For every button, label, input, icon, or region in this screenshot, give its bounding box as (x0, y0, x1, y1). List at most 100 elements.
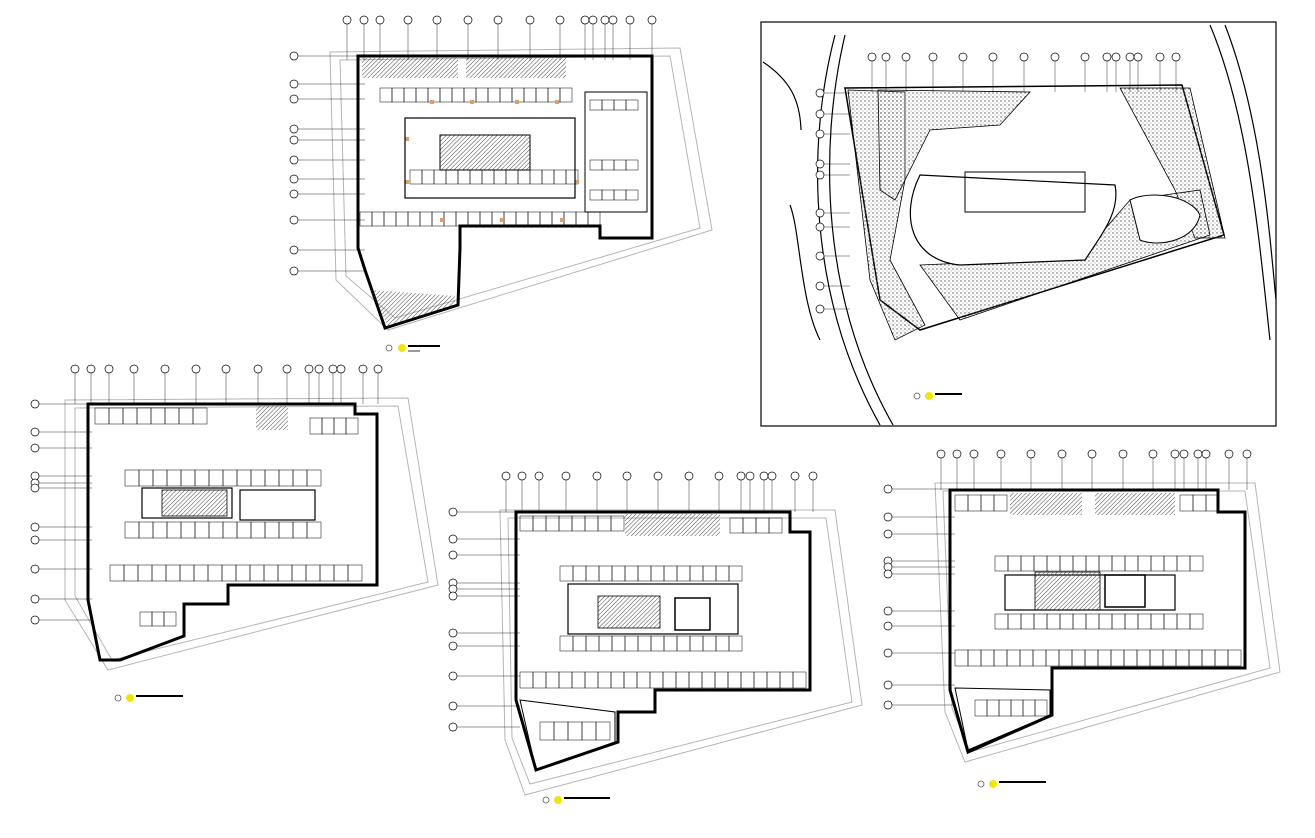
grid-bubble-icon (555, 15, 565, 25)
grid-bubble-icon (1201, 449, 1211, 459)
parking-stall (1059, 555, 1074, 572)
parking-stall (541, 169, 555, 185)
north-arrow-icon (114, 694, 122, 702)
grid-bubble-icon (1179, 449, 1189, 459)
parking-stall (1179, 494, 1194, 512)
ramp-hatch (466, 58, 566, 78)
ramp-hatch (362, 58, 458, 78)
parking-stall (532, 671, 547, 689)
parking-stall (967, 494, 982, 512)
parking-stall (1137, 613, 1152, 630)
parking-stall (359, 211, 373, 227)
grid-bubble-icon (86, 364, 96, 374)
parking-stall (1019, 649, 1034, 667)
ramp-hatch (256, 406, 288, 430)
parking-stall (993, 649, 1008, 667)
structural-column (430, 100, 434, 104)
parking-stall (1163, 555, 1178, 572)
grid-bubble-icon (815, 170, 825, 180)
grid-bubble-icon (30, 427, 40, 437)
building-walls (948, 488, 1247, 755)
grid-bubble-icon (745, 471, 755, 481)
parking-stall (306, 521, 322, 539)
parking-stall (623, 671, 638, 689)
grid-bubble-icon (1242, 449, 1252, 459)
parking-stall (192, 407, 208, 425)
parking-stall (565, 169, 579, 185)
grid-bubble-icon (1155, 52, 1165, 62)
ramp-hatch (625, 514, 720, 536)
grid-bubble-icon (463, 15, 473, 25)
parking-stall (1137, 555, 1152, 572)
parking-stall (689, 635, 704, 652)
parking-stall (597, 671, 612, 689)
north-arrow-icon (977, 780, 985, 788)
grid-bubble-icon (289, 245, 299, 255)
structural-column (405, 180, 409, 184)
parking-stall (409, 169, 423, 185)
grid-bubble-icon (592, 471, 602, 481)
parking-stall (403, 87, 417, 103)
parking-stall (624, 635, 639, 652)
parking-stall (166, 469, 182, 487)
parking-stall (662, 671, 677, 689)
grid-bubble-icon (883, 621, 893, 631)
parking-stall (980, 649, 995, 667)
grid-bubble-icon (969, 449, 979, 459)
parking-stall (433, 169, 447, 185)
parking-stall (391, 87, 405, 103)
parking-stall (94, 407, 110, 425)
structural-column (500, 218, 504, 222)
grid-bubble-icon (289, 155, 299, 165)
parking-stall (663, 635, 678, 652)
parking-stall (563, 211, 577, 227)
parking-stall (138, 469, 154, 487)
parking-stall (236, 521, 252, 539)
parking-stall (611, 635, 626, 652)
parking-stall (994, 613, 1009, 630)
parking-stall (1020, 555, 1035, 572)
site-plan (760, 21, 1277, 427)
grid-bubble-icon (625, 15, 635, 25)
grid-bubble-icon (928, 52, 938, 62)
parking-stall (1032, 649, 1047, 667)
grid-bubbles (815, 52, 1181, 314)
grid-bubble-icon (432, 15, 442, 25)
building-walls (514, 510, 812, 772)
parking-stall (539, 721, 555, 741)
parking-stall (309, 417, 323, 435)
parking-stall (277, 564, 293, 582)
parking-stall (601, 99, 615, 111)
grid-bubble-icon (622, 471, 632, 481)
grid-bubbles (30, 364, 383, 625)
grid-bubble-icon (684, 471, 694, 481)
parking-stall (547, 87, 561, 103)
parking-stall (427, 87, 441, 103)
parking-stall (715, 565, 730, 582)
parking-stall (613, 159, 627, 171)
parking-stall (727, 671, 742, 689)
parking-stall (179, 564, 195, 582)
grid-bubble-icon (289, 174, 299, 184)
grid-bubble-icon (359, 15, 369, 25)
parking-stall (545, 671, 560, 689)
parking-stall (611, 565, 626, 582)
parking-stall (1071, 649, 1086, 667)
parking-stall (625, 99, 639, 111)
grid-bubble-icon (448, 671, 458, 681)
parking-stall (701, 671, 716, 689)
parking-stall (1150, 613, 1165, 630)
grid-bubble-icon (304, 364, 314, 374)
parking-stall (166, 521, 182, 539)
grid-bubble-icon (881, 52, 891, 62)
parking-stall (625, 159, 639, 171)
grid-bubble-icon (815, 222, 825, 232)
parking-stall (728, 565, 743, 582)
parking-stall (395, 211, 409, 227)
grid-bubble-icon (289, 189, 299, 199)
parking-stall (729, 517, 744, 534)
parking-stall (598, 565, 613, 582)
parking-stall (1085, 613, 1100, 630)
parking-stall (193, 564, 209, 582)
parking-stall (753, 671, 768, 689)
